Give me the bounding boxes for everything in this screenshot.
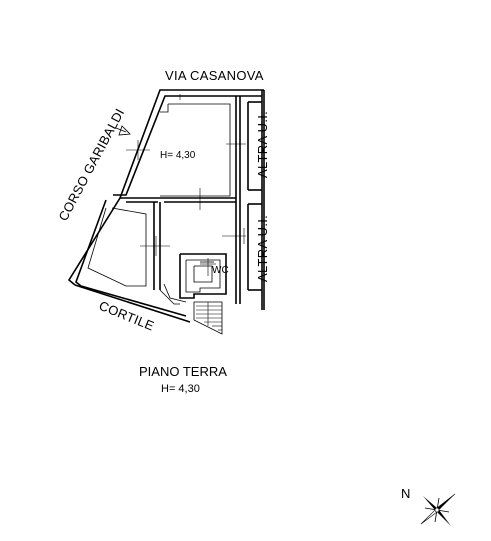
street-label-via-casanova: VIA CASANOVA xyxy=(165,68,264,83)
outer-walls xyxy=(67,89,265,323)
compass-rose-icon xyxy=(420,493,456,526)
north-label: N xyxy=(401,486,410,501)
neighbor-label-upper: ALTRA U.I. xyxy=(255,111,270,178)
neighbor-label-lower: ALTRA U.I. xyxy=(255,215,270,282)
courtyard-label: CORTILE xyxy=(97,298,157,334)
street-label-corso-garibaldi: CORSO GARIBALDI xyxy=(55,106,127,224)
floor-title: PIANO TERRA xyxy=(139,364,227,379)
entrance-arrow-icon xyxy=(115,125,131,136)
opening-marks xyxy=(126,94,246,276)
floor-height-label: H= 4,30 xyxy=(161,383,200,395)
wc-label: WC xyxy=(212,265,229,276)
stairs xyxy=(193,301,223,335)
room-height-label: H= 4,30 xyxy=(160,150,196,161)
